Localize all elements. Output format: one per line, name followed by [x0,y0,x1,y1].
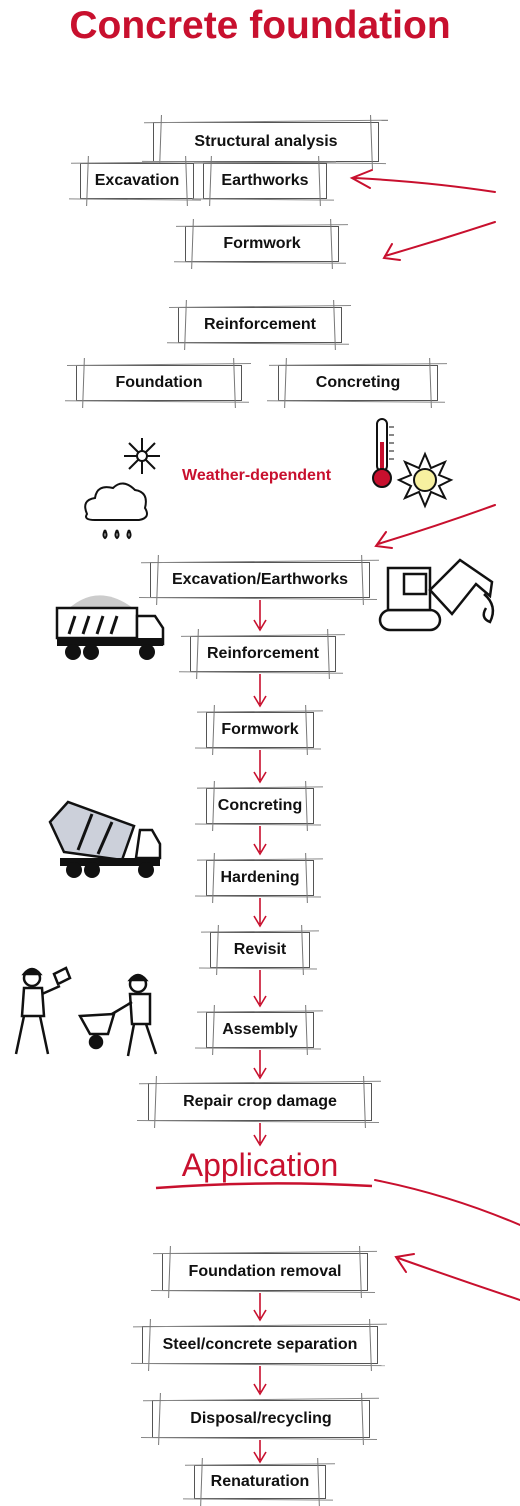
flow-arrow [253,1293,267,1322]
dump-truck-icon [55,595,165,660]
pointer-arrow [374,1179,520,1226]
step-hardening: Hardening [206,852,314,904]
flow-arrow [253,898,267,928]
sun-icon [396,451,454,509]
mixer-truck-icon [48,800,162,878]
step-foundation-removal: Foundation removal [162,1245,368,1299]
step-repair-crop-damage: Repair crop damage [148,1075,372,1129]
pointer-arrow [374,504,496,549]
box-structural-analysis: Structural analysis [153,114,379,170]
weather-dependent-label: Weather-dependent [182,467,332,484]
step-disposal-recycling: Disposal/recycling [152,1392,370,1446]
step-concreting: Concreting [206,780,314,832]
step-revisit: Revisit [210,924,310,976]
worker-wheelbarrow-icon [77,973,158,1057]
step-steel-concrete-separation: Steel/concrete separation [142,1318,378,1372]
step-renaturation: Renaturation [194,1457,326,1506]
rain-cloud-icon [84,482,148,540]
worker-shovel-icon [14,966,72,1055]
box-reinforcement-plan: Reinforcement [178,299,342,351]
flow-arrow [253,1366,267,1396]
flow-arrow [253,600,267,632]
flow-arrow [253,750,267,784]
step-assembly: Assembly [206,1004,314,1056]
flow-arrow [253,826,267,856]
pointer-arrow [349,169,496,193]
flow-arrow [253,1440,267,1464]
flow-arrow [253,1123,267,1147]
step-reinforcement: Reinforcement [190,628,336,680]
step-formwork: Formwork [206,704,314,756]
box-excavation: Excavation [80,155,194,207]
pointer-arrow [382,221,496,261]
flow-arrow [253,1050,267,1080]
flow-arrows [253,600,267,1464]
flow-arrow [253,674,267,708]
thermometer-icon [372,418,394,488]
application-label: Application [181,1147,339,1183]
box-earthworks: Earthworks [203,155,327,207]
pointer-arrows [349,169,520,1301]
excavator-icon [378,558,495,632]
pointer-arrow [394,1253,520,1301]
application-underline [155,1182,373,1190]
box-formwork-plan: Formwork [185,218,339,270]
flow-arrow [253,970,267,1008]
box-concreting-plan: Concreting [278,357,438,409]
box-foundation: Foundation [76,357,242,409]
page-title: Concrete foundation [69,4,451,47]
snowflake-icon [124,438,160,474]
step-excavation-earthworks: Excavation/Earthworks [150,554,370,606]
